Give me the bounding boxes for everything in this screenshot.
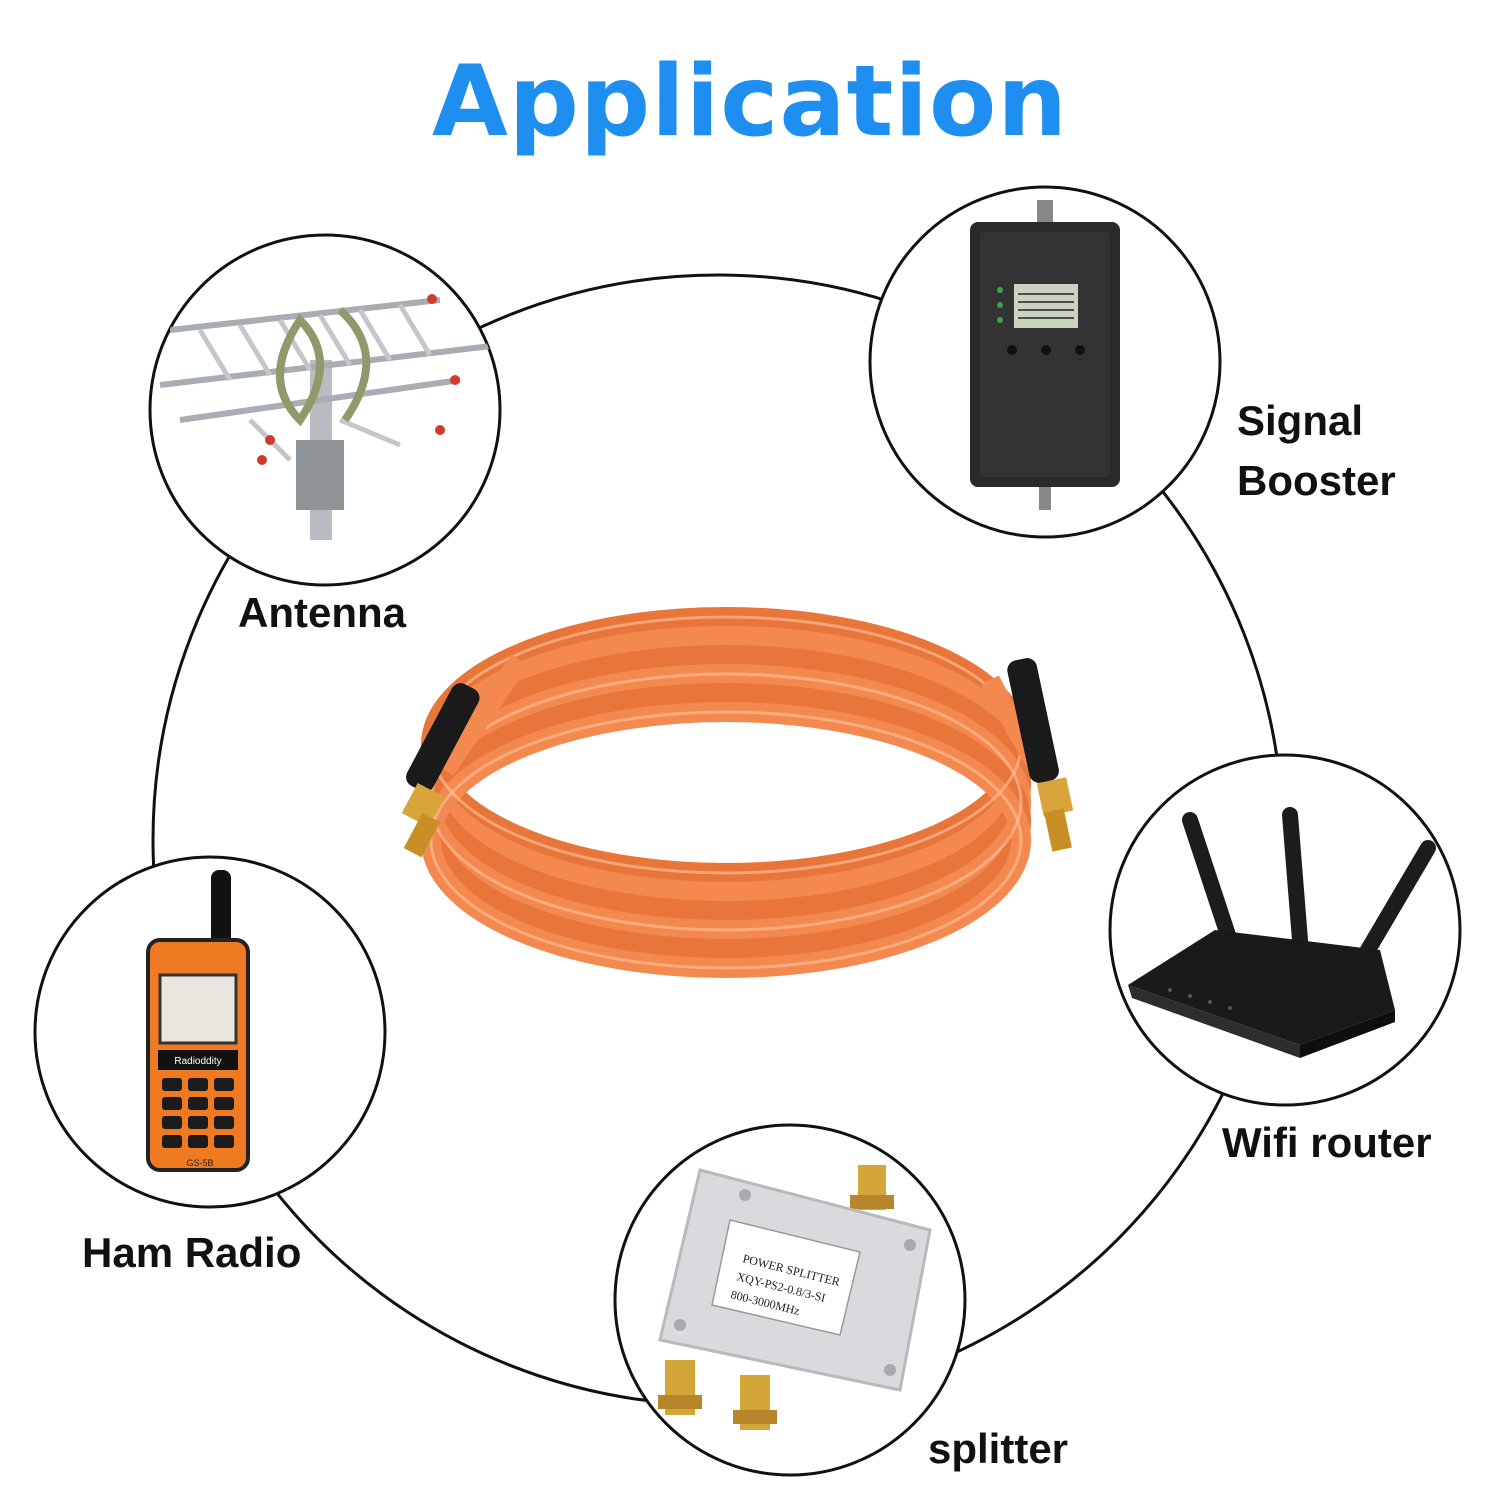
antenna-bubble: [148, 233, 502, 587]
wifi-router-icon: [1128, 807, 1436, 1058]
label-wifi-router: Wifi router: [1222, 1119, 1432, 1166]
antenna-icon: [159, 294, 500, 540]
label-splitter: splitter: [928, 1425, 1069, 1472]
page-title: Application: [431, 45, 1069, 159]
power-splitter-icon: POWER SPLITTER XQY-PS2-0.8/3-SI 800-3000…: [658, 1165, 932, 1430]
signal-booster-icon: [970, 200, 1120, 510]
radio-brand: Radioddity: [174, 1056, 221, 1067]
coax-cable-icon: [401, 607, 1074, 978]
ham-radio-icon: Radioddity GS-5B: [146, 870, 250, 1172]
radio-bubble: Radioddity GS-5B: [33, 855, 387, 1209]
label-ham-radio: Ham Radio: [82, 1229, 302, 1276]
router-bubble: [1108, 753, 1462, 1107]
label-antenna: Antenna: [238, 589, 406, 636]
booster-bubble: [868, 185, 1222, 539]
label-booster: Booster: [1237, 457, 1396, 504]
radio-model: GS-5B: [186, 1158, 213, 1168]
splitter-bubble: POWER SPLITTER XQY-PS2-0.8/3-SI 800-3000…: [613, 1123, 967, 1477]
label-signal: Signal: [1237, 397, 1364, 444]
